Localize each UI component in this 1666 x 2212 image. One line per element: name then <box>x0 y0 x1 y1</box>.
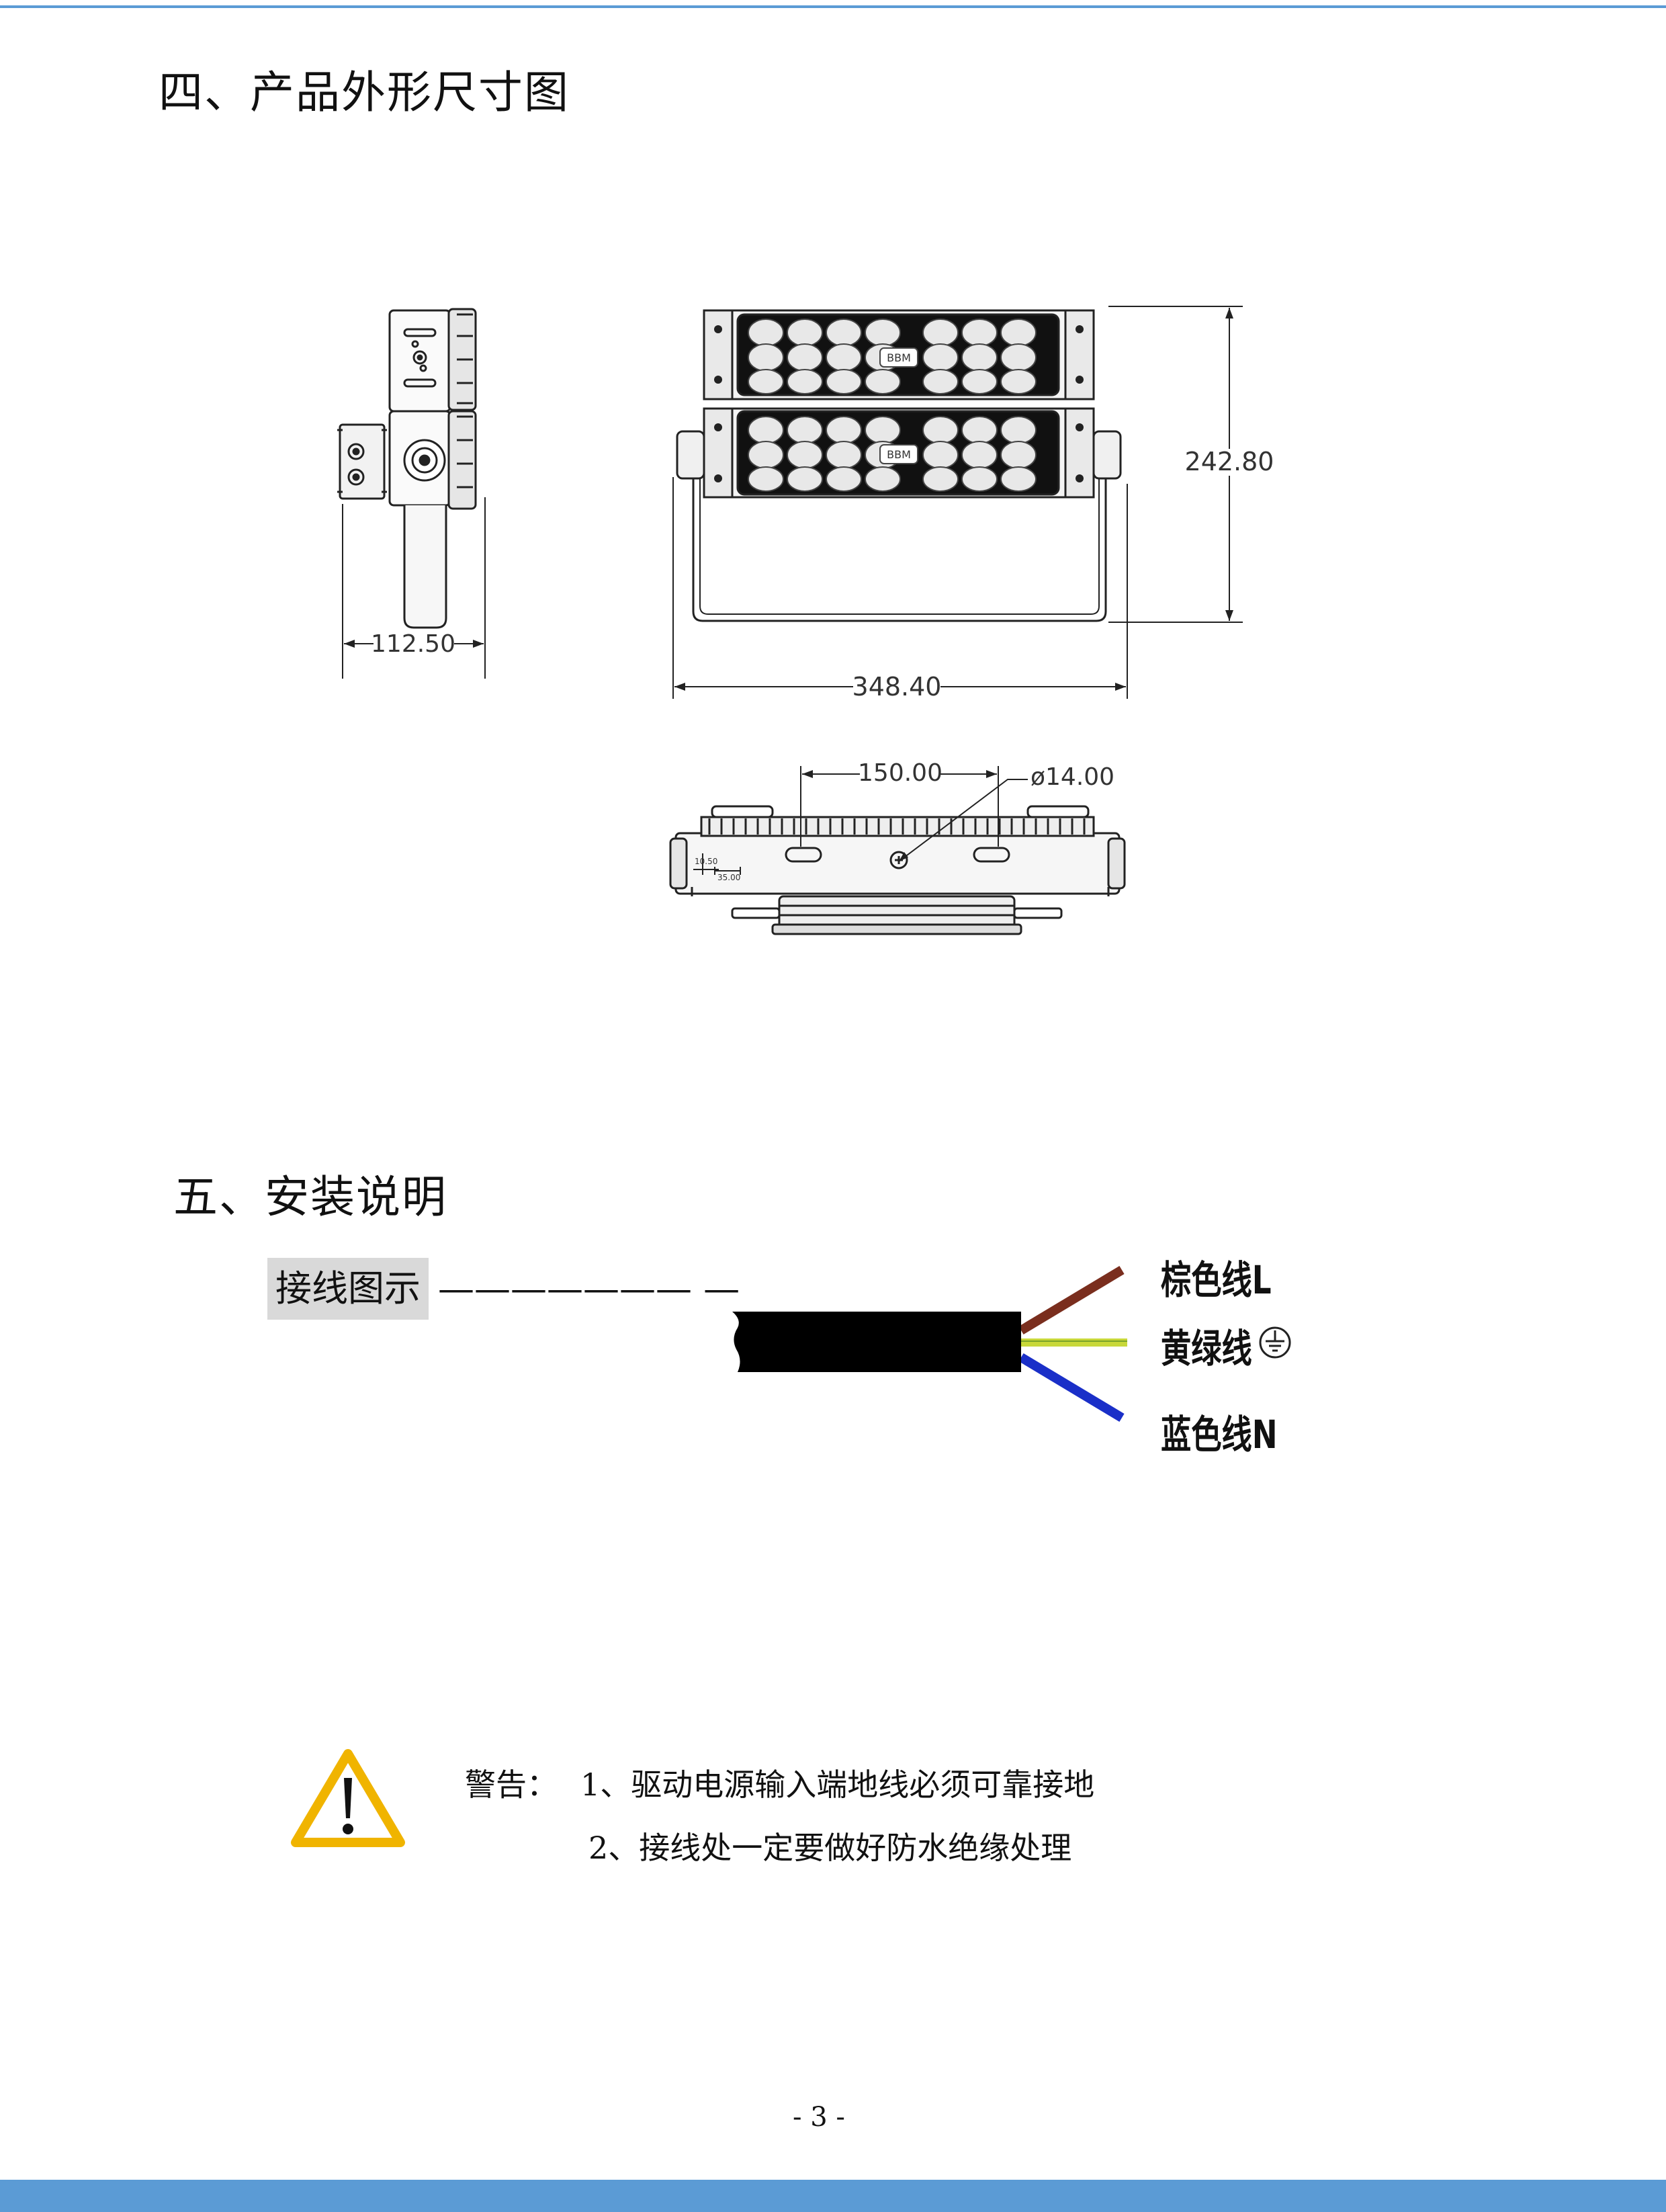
side-view-drawing: 112.50 <box>337 308 486 679</box>
dim-small-a: 10.50 <box>695 857 717 866</box>
warning-line-2: 2、接线处一定要做好防水绝缘处理 <box>588 1830 1072 1866</box>
warning-line-1: 警告： 1、驱动电源输入端地线必须可靠接地 <box>465 1760 1094 1805</box>
warning-triangle-icon <box>291 1749 405 1847</box>
page-number: - 3 - <box>793 2102 845 2133</box>
top-rule <box>0 5 1666 8</box>
ground-symbol-icon <box>1259 1326 1291 1359</box>
led-lens-array-bottom <box>748 416 1037 492</box>
logo-top: BBM <box>887 351 911 364</box>
front-view-drawing: BBM BBM 242.80 348.40 <box>672 306 1274 701</box>
wire-blue <box>1018 1353 1125 1422</box>
wire-label-yellow-green-text: 黄绿线 <box>1161 1326 1252 1371</box>
wire-label-yellow-green: 黄绿线 <box>1161 1317 1252 1373</box>
wire-label-blue: 蓝色线N <box>1161 1412 1278 1457</box>
dim-front-height: 242.80 <box>1185 447 1274 476</box>
section-title-dimensions: 四、产品外形尺寸图 <box>159 67 570 118</box>
bottom-bar <box>0 2180 1666 2212</box>
dim-small-b: 35.00 <box>717 873 740 882</box>
cable-sheath <box>732 1312 1021 1372</box>
warning-prefix: 警告： <box>465 1767 558 1803</box>
section-title-installation: 五、安装说明 <box>173 1171 447 1223</box>
bottom-view-drawing: 150.00 ø14.00 10.50 35.00 <box>669 759 1126 935</box>
wiring-diagram-label: 接线图示 <box>267 1258 429 1320</box>
dim-side-width: 112.50 <box>371 630 455 658</box>
dim-front-width: 348.40 <box>852 672 942 701</box>
warning-text-1: 1、驱动电源输入端地线必须可靠接地 <box>580 1767 1095 1803</box>
dim-hole-spacing: 150.00 <box>858 759 942 787</box>
cable-drawing <box>732 1265 1127 1422</box>
led-lens-array-top <box>748 318 1037 394</box>
wire-brown <box>1018 1265 1125 1335</box>
dim-hole-diameter: ø14.00 <box>1031 763 1114 791</box>
wiring-diagram-leader: ——————— — <box>438 1267 740 1310</box>
logo-bottom: BBM <box>887 448 911 461</box>
wire-label-brown: 棕色线L <box>1161 1257 1272 1303</box>
